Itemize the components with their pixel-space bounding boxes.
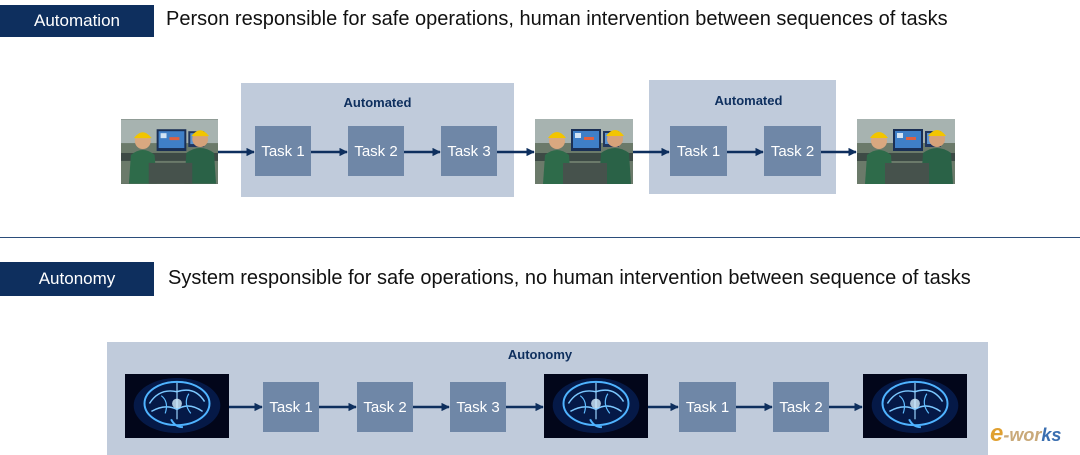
operator-photo-icon [857,119,955,184]
autonomy-task-2: Task 2 [357,382,413,432]
autonomy-task-3: Task 3 [450,382,506,432]
autonomy-panel-title: Autonomy [507,347,573,362]
automated-group-1-title: Automated [343,95,412,110]
operator-photo-icon [121,119,218,184]
eworks-logo: e-works [990,420,1062,447]
brain-icon [125,374,229,438]
automation-task-1: Task 1 [255,126,311,176]
brain-icon [863,374,967,438]
automation-task-1b: Task 1 [670,126,727,176]
brain-icon [544,374,648,438]
automation-description: Person responsible for safe operations, … [166,8,948,30]
operator-photo-icon [535,119,633,184]
autonomy-task-1b: Task 1 [679,382,736,432]
autonomy-task-2b: Task 2 [773,382,829,432]
automated-group-2-title: Automated [714,93,783,108]
autonomy-tag: Autonomy [0,262,154,296]
automation-tag: Automation [0,5,154,37]
section-divider [0,237,1080,238]
automation-task-3: Task 3 [441,126,497,176]
automation-task-2: Task 2 [348,126,404,176]
autonomy-task-1: Task 1 [263,382,319,432]
automation-task-2b: Task 2 [764,126,821,176]
autonomy-description: System responsible for safe operations, … [168,267,971,289]
